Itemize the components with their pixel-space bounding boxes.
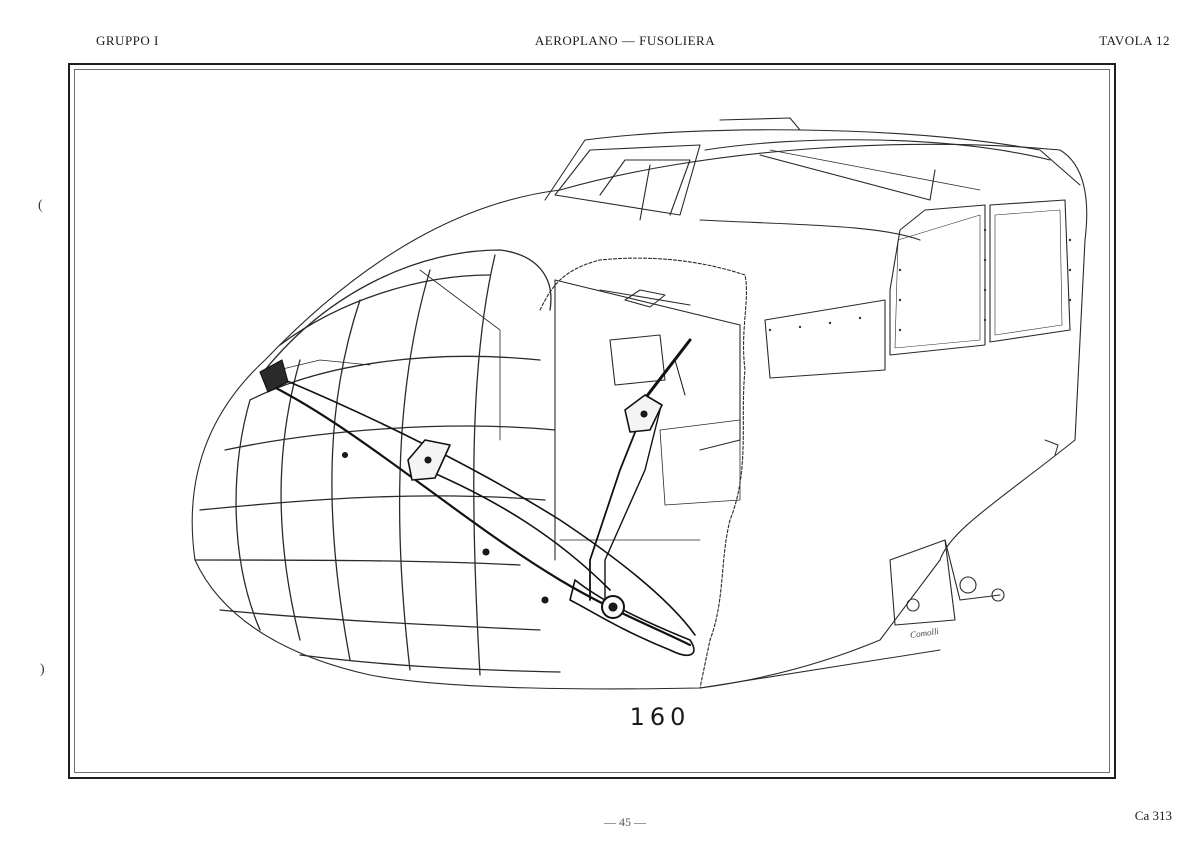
mechanical-fittings <box>259 359 663 619</box>
cutaway-interior <box>539 257 747 689</box>
landing-gear-fairing <box>889 439 1059 626</box>
figure-frame <box>68 63 1116 779</box>
side-windows <box>764 199 1071 379</box>
cockpit-canopy <box>544 117 1081 241</box>
fuselage-outline <box>191 143 1088 690</box>
glazed-nose-frame <box>194 249 561 676</box>
aircraft-code: Ca 313 <box>1134 808 1172 823</box>
binding-mark: ( <box>38 198 43 213</box>
section-title: AEROPLANO — FUSOLIERA <box>534 33 716 48</box>
plate-number: TAVOLA 12 <box>1099 33 1170 48</box>
figure-number: 160 <box>629 703 691 731</box>
figure-frame-inner <box>74 69 1110 773</box>
rivet-lines <box>768 228 1072 332</box>
group-label: GRUPPO I <box>96 33 159 48</box>
page-number: — 45 — <box>604 815 646 829</box>
control-linkage <box>268 338 696 656</box>
